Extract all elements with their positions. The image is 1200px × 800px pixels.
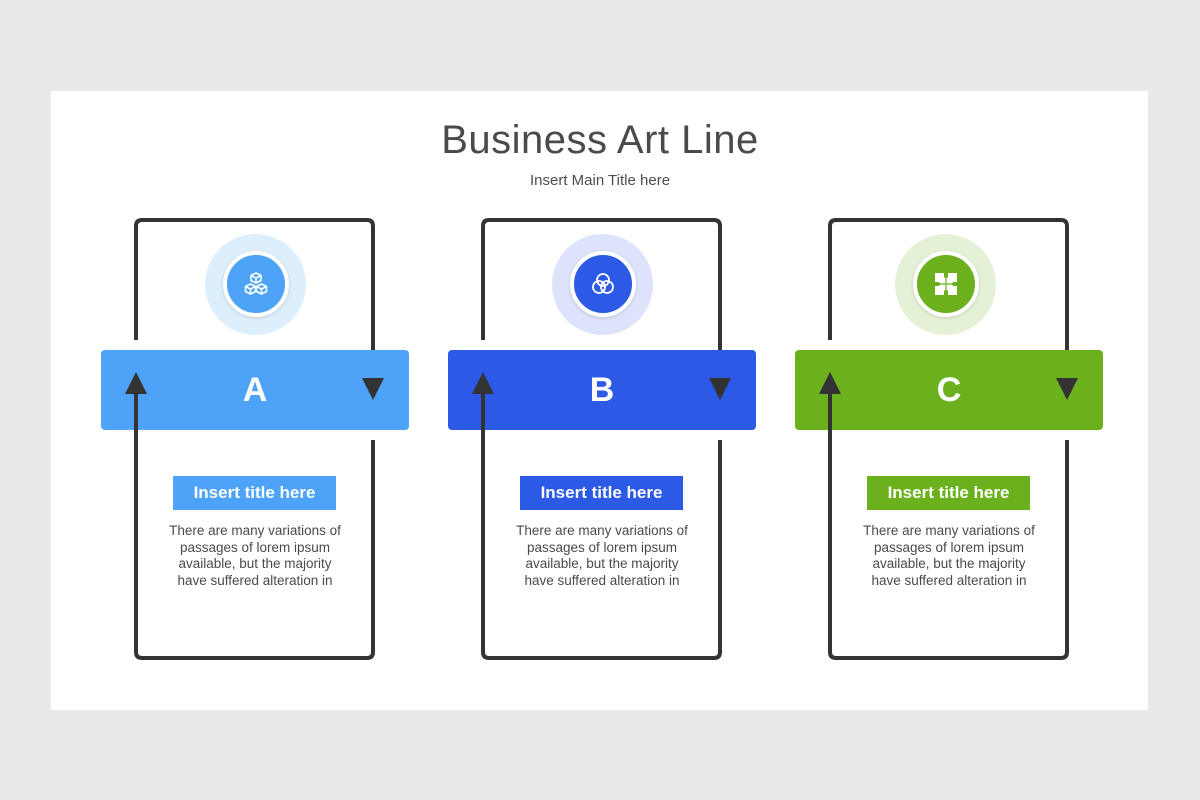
page-subtitle: Insert Main Title here — [529, 172, 671, 189]
card-letter: C — [936, 371, 962, 409]
puzzle-icon — [935, 273, 957, 295]
arrow-down-icon — [709, 378, 731, 400]
card-text: There are many variations of passages of… — [863, 523, 1035, 588]
arrow-up-icon — [819, 372, 841, 394]
card-b: B Insert title here There are many varia… — [448, 0, 758, 800]
card-text: There are many variations of passages of… — [516, 523, 688, 588]
icon-disc — [913, 251, 979, 317]
icon-disc — [570, 251, 636, 317]
card-letter: B — [589, 371, 615, 409]
card-a: A Insert title here There are many varia… — [101, 0, 411, 800]
card-heading: Insert title here — [867, 476, 1030, 510]
page-title: Business Art Line — [441, 118, 759, 162]
card-heading: Insert title here — [520, 476, 683, 510]
arrow-up-icon — [125, 372, 147, 394]
icon-disc — [223, 251, 289, 317]
flow-arrow-frame — [828, 218, 1069, 380]
card-band — [795, 350, 1103, 430]
card-c: C Insert title here There are many varia… — [795, 0, 1105, 800]
arrow-down-icon — [362, 378, 384, 400]
flow-arrow-frame — [134, 218, 375, 380]
card-text: There are many variations of passages of… — [169, 523, 341, 588]
flow-arrow-lines — [819, 372, 1078, 660]
venn-icon — [592, 273, 614, 294]
flow-arrow-lines — [472, 372, 731, 660]
card-band — [448, 350, 756, 430]
flow-arrow-frame — [481, 218, 722, 380]
card-heading: Insert title here — [173, 476, 336, 510]
cubes-icon — [244, 272, 268, 295]
card-band — [101, 350, 409, 430]
arrow-down-icon — [1056, 378, 1078, 400]
card-letter: A — [242, 371, 268, 409]
arrow-up-icon — [472, 372, 494, 394]
flow-arrow-lines — [125, 372, 384, 660]
